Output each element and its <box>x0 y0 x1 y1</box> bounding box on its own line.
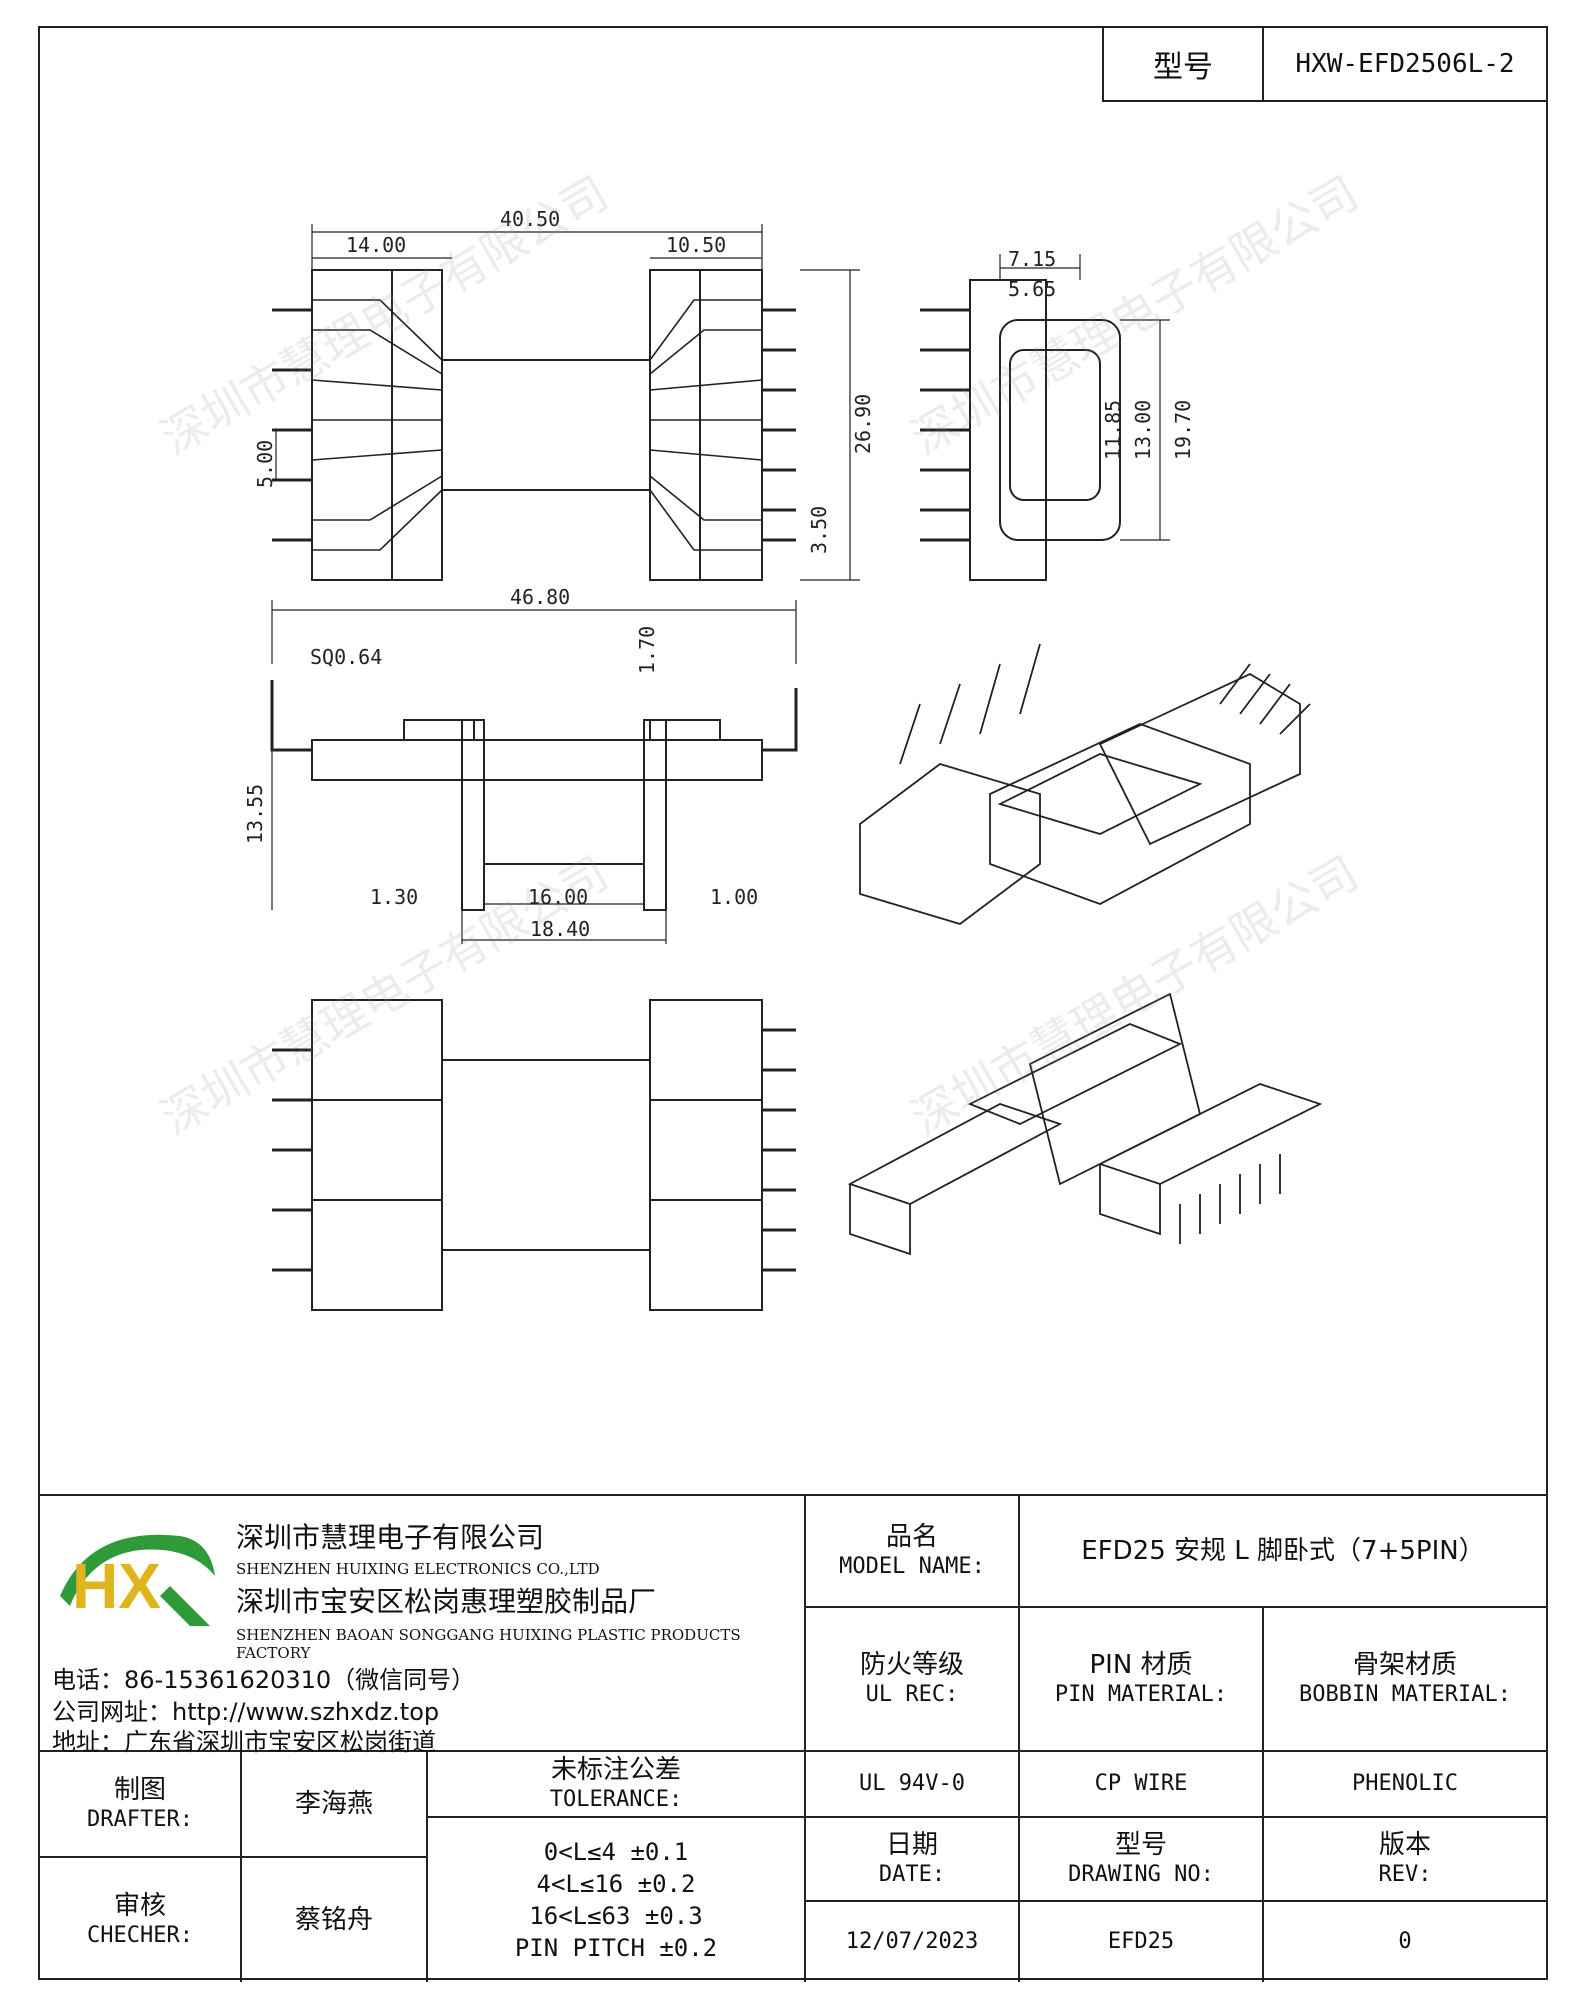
tol-line-4: PIN PITCH ±0.2 <box>514 1934 718 1962</box>
factory-name-cn: 深圳市宝安区松岗惠理塑胶制品厂 <box>236 1585 657 1618</box>
drawing-no-label: 型号 DRAWING NO: <box>1020 1818 1264 1902</box>
dim-height: 26.90 <box>851 394 875 454</box>
dim-window: 16.00 <box>528 885 588 909</box>
company-name-cn: 深圳市慧理电子有限公司 <box>236 1521 545 1554</box>
dim-right-flange: 10.50 <box>666 233 726 257</box>
top-view <box>272 224 860 581</box>
side-view <box>920 254 1170 581</box>
company-website: 公司网址：http://www.szhxdz.top <box>52 1698 440 1726</box>
dim-core-13: 13.00 <box>1131 400 1155 460</box>
bobbin-material-label: 骨架材质 BOBBIN MATERIAL: <box>1264 1608 1546 1752</box>
company-name-en: SHENZHEN HUIXING ELECTRONICS CO.,LTD <box>236 1560 600 1578</box>
pin-material-label: PIN 材质 PIN MATERIAL: <box>1020 1608 1264 1752</box>
tol-line-3: 16<L≤63 ±0.3 <box>529 1902 703 1930</box>
dim-body-height: 13.55 <box>243 784 267 844</box>
model-header: 型号 HXW-EFD2506L-2 <box>1102 26 1548 102</box>
company-phone: 电话：86-15361620310（微信同号） <box>52 1666 476 1694</box>
tol-line-2: 4<L≤16 ±0.2 <box>536 1870 696 1898</box>
dim-side-height: 19.70 <box>1171 400 1195 460</box>
flame-label: 防火等级 UL REC: <box>806 1608 1020 1752</box>
model-name-value: EFD25 安规 L 脚卧式（7+5PIN） <box>1020 1496 1546 1608</box>
front-view <box>270 600 798 944</box>
tolerance-values: 0<L≤4 ±0.1 4<L≤16 ±0.2 16<L≤63 ±0.3 PIN … <box>428 1818 806 1982</box>
dim-overall-width: 40.50 <box>500 207 560 231</box>
dim-flange-t1: 1.30 <box>370 885 418 909</box>
dim-side-depth-2: 5.65 <box>1008 277 1056 301</box>
logo-letters: HX <box>72 1550 161 1622</box>
company-logo: HX <box>60 1534 215 1626</box>
dim-core-11: 11.85 <box>1101 400 1125 460</box>
factory-name-en: SHENZHEN BAOAN SONGGANG HUIXING PLASTIC … <box>236 1626 741 1662</box>
dim-side-depth-1: 7.15 <box>1008 247 1056 271</box>
model-name-label: 品名 MODEL NAME: <box>806 1496 1020 1608</box>
tolerance-label: 未标注公差 TOLERANCE: <box>428 1752 806 1818</box>
date-label: 日期 DATE: <box>806 1818 1020 1902</box>
dim-left-flange: 14.00 <box>346 233 406 257</box>
dim-pin-sq: SQ0.64 <box>310 645 382 669</box>
technical-drawings: 40.50 14.00 10.50 5.00 3.50 26.90 7.15 5… <box>40 104 1546 1494</box>
dim-inner-len: 18.40 <box>530 917 590 941</box>
tol-line-1: 0<L≤4 ±0.1 <box>543 1838 689 1866</box>
title-block: HX 深圳市慧理电子有限公司 SHENZHEN HUIXING ELECTRON… <box>38 1494 1548 1982</box>
bottom-view <box>272 999 796 1311</box>
drawing-no-value: EFD25 <box>1020 1902 1264 1982</box>
rev-value: 0 <box>1398 1929 1412 1954</box>
model-label: 型号 <box>1104 28 1264 100</box>
pin-material-value: CP WIRE <box>1020 1752 1264 1818</box>
dim-pin-group: 5.00 <box>253 440 277 488</box>
isometric-view-bottom <box>847 992 1323 1256</box>
company-address: 地址：广东省深圳市宝安区松岗街道 <box>52 1728 436 1756</box>
bobbin-material-value: PHENOLIC <box>1264 1752 1546 1818</box>
dim-total-length: 46.80 <box>510 585 570 609</box>
flame-value: UL 94V-0 <box>806 1752 1020 1818</box>
date-value: 12/07/2023 <box>806 1902 1020 1982</box>
dim-flange-t2: 1.00 <box>710 885 758 909</box>
isometric-view-top <box>859 643 1311 925</box>
rev-label: 版本 REV: <box>1264 1818 1546 1902</box>
dim-step: 1.70 <box>635 626 659 674</box>
checker-label: 审核 CHECHER: <box>40 1858 242 1982</box>
company-info: HX 深圳市慧理电子有限公司 SHENZHEN HUIXING ELECTRON… <box>40 1496 806 1756</box>
dim-pin-offset: 3.50 <box>807 506 831 554</box>
checker-name: 蔡铭舟 <box>242 1858 428 1982</box>
drafter-label: 制图 DRAFTER: <box>40 1752 242 1858</box>
model-value: HXW-EFD2506L-2 <box>1295 49 1515 79</box>
drafter-name: 李海燕 <box>242 1752 428 1858</box>
